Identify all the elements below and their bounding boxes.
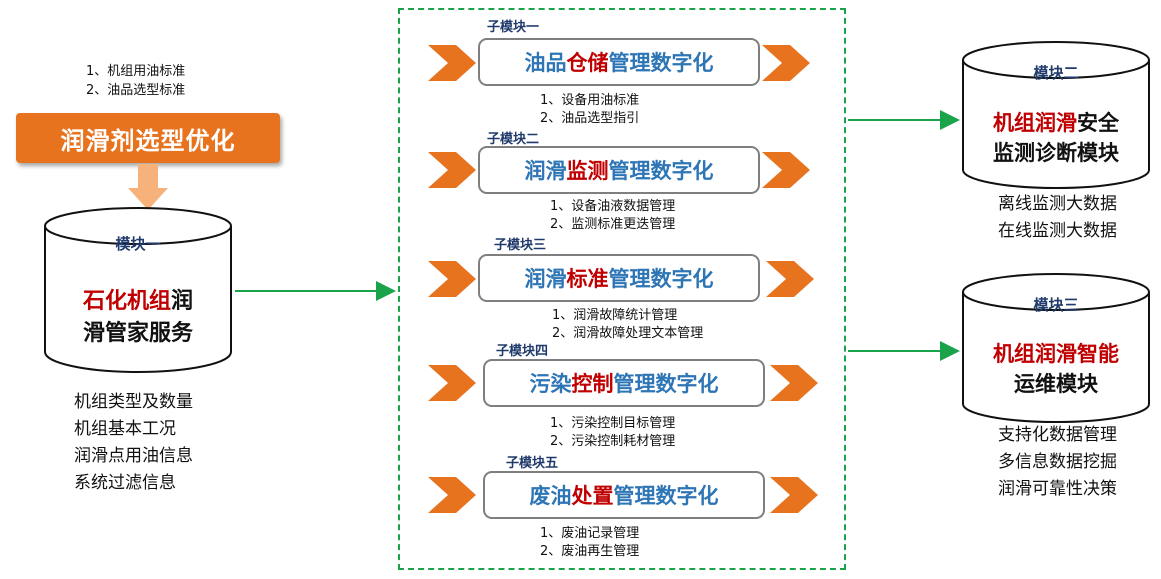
submodule-5-pre: 废油 xyxy=(529,484,572,508)
detail-item: 系统过滤信息 xyxy=(74,473,176,493)
note-item: 1、污染控制目标管理 xyxy=(550,416,676,431)
module1-title-line2: 滑管家服务 xyxy=(82,321,193,346)
module2-details: 离线监测大数据 在线监测大数据 xyxy=(998,191,1117,245)
submodule-2-pre: 润滑 xyxy=(524,159,567,183)
lubricant-selection-label: 润滑剂选型优化 xyxy=(60,126,236,155)
chevron-right-icon xyxy=(770,365,818,401)
module2-title: 机组润滑安全 监测诊断模块 xyxy=(961,108,1151,168)
submodule-frame xyxy=(398,8,846,570)
submodule-4-post: 管理数字化 xyxy=(613,372,719,396)
module2-cylinder: 模块二 机组润滑安全 监测诊断模块 xyxy=(961,40,1151,190)
module1-cylinder: 模块一 石化机组润 滑管家服务 xyxy=(43,206,233,374)
submodule-5-mid: 处置 xyxy=(571,484,614,508)
submodule-3-box: 润滑标准管理数字化 xyxy=(478,254,760,302)
submodule-2-post: 管理数字化 xyxy=(608,159,714,183)
submodule-3-post: 管理数字化 xyxy=(608,267,714,291)
detail-item: 支持化数据管理 xyxy=(998,425,1117,445)
detail-item: 多信息数据挖掘 xyxy=(998,452,1117,472)
module3-title-red: 机组润滑智能 xyxy=(993,342,1119,366)
lubricant-selection-box: 润滑剂选型优化 xyxy=(16,113,280,163)
module1-details: 机组类型及数量 机组基本工况 润滑点用油信息 系统过滤信息 xyxy=(74,389,193,497)
submodule-3-mid: 标准 xyxy=(566,267,609,291)
submodule-3-notes: 1、润滑故障统计管理 2、润滑故障处理文本管理 xyxy=(552,307,703,343)
standard-item: 2、油品选型标准 xyxy=(86,83,186,98)
submodule-5-notes: 1、废油记录管理 2、废油再生管理 xyxy=(540,525,639,561)
submodule-1-box: 油品仓储管理数字化 xyxy=(478,38,760,86)
chevron-right-icon xyxy=(428,45,476,81)
detail-item: 机组基本工况 xyxy=(74,419,176,439)
submodule-5-post: 管理数字化 xyxy=(613,484,719,508)
submodule-2-notes: 1、设备油液数据管理 2、监测标准更迭管理 xyxy=(550,198,675,234)
submodule-5-box: 废油处置管理数字化 xyxy=(483,471,765,519)
module1-title-red: 石化机组 xyxy=(82,289,171,314)
submodule-4-pre: 污染 xyxy=(529,372,572,396)
chevron-right-icon xyxy=(762,152,810,188)
chevron-right-icon xyxy=(428,477,476,513)
detail-item: 润滑可靠性决策 xyxy=(998,479,1117,499)
module3-title: 机组润滑智能 运维模块 xyxy=(961,339,1151,399)
chevron-right-icon xyxy=(428,152,476,188)
detail-item: 机组类型及数量 xyxy=(74,392,193,412)
module2-title-dark: 安全 xyxy=(1077,111,1119,135)
standard-item: 1、机组用油标准 xyxy=(86,64,186,79)
note-item: 2、污染控制耗材管理 xyxy=(550,434,676,449)
module3-title-line2: 运维模块 xyxy=(1014,372,1098,396)
note-item: 1、润滑故障统计管理 xyxy=(552,308,678,323)
module3-details: 支持化数据管理 多信息数据挖掘 润滑可靠性决策 xyxy=(998,422,1117,503)
submodule-2-box: 润滑监测管理数字化 xyxy=(478,146,760,194)
submodule-1-mid: 仓储 xyxy=(566,51,609,75)
note-item: 1、设备用油标准 xyxy=(540,93,640,108)
chevron-right-icon xyxy=(428,261,476,297)
note-item: 1、废油记录管理 xyxy=(540,526,640,541)
note-item: 2、润滑故障处理文本管理 xyxy=(552,326,704,341)
module3-head: 模块三 xyxy=(1033,296,1079,314)
chevron-right-icon xyxy=(770,477,818,513)
submodule-5-title: 子模块五 xyxy=(506,456,559,471)
chevron-right-icon xyxy=(762,45,810,81)
submodule-3-title: 子模块三 xyxy=(494,238,547,253)
submodule-4-mid: 控制 xyxy=(571,372,614,396)
module1-head: 模块一 xyxy=(115,235,161,253)
submodule-1-notes: 1、设备用油标准 2、油品选型指引 xyxy=(540,92,639,128)
submodule-4-notes: 1、污染控制目标管理 2、污染控制耗材管理 xyxy=(550,415,675,451)
note-item: 2、监测标准更迭管理 xyxy=(550,217,676,232)
submodule-1-post: 管理数字化 xyxy=(608,51,714,75)
chevron-right-icon xyxy=(766,261,814,297)
detail-item: 离线监测大数据 xyxy=(998,194,1117,214)
module3-cylinder: 模块三 机组润滑智能 运维模块 xyxy=(961,272,1151,424)
arrow-down-icon xyxy=(128,164,168,210)
note-item: 1、设备油液数据管理 xyxy=(550,199,676,214)
detail-item: 在线监测大数据 xyxy=(998,221,1117,241)
module2-title-red: 机组润滑 xyxy=(993,111,1077,135)
submodule-1-pre: 油品 xyxy=(524,51,567,75)
submodule-2-title: 子模块二 xyxy=(487,132,540,147)
submodule-3-pre: 润滑 xyxy=(524,267,567,291)
note-item: 2、废油再生管理 xyxy=(540,544,640,559)
standards-list: 1、机组用油标准 2、油品选型标准 xyxy=(86,62,185,100)
submodule-1-title: 子模块一 xyxy=(487,20,540,35)
module1-title: 石化机组润 滑管家服务 xyxy=(43,286,233,350)
note-item: 2、油品选型指引 xyxy=(540,111,640,126)
module1-title-dark: 润 xyxy=(171,289,194,314)
submodule-4-title: 子模块四 xyxy=(496,344,549,359)
submodule-4-box: 污染控制管理数字化 xyxy=(483,359,765,407)
detail-item: 润滑点用油信息 xyxy=(74,446,193,466)
module2-head: 模块二 xyxy=(1033,64,1079,82)
module2-title-line2: 监测诊断模块 xyxy=(993,141,1119,165)
chevron-right-icon xyxy=(428,365,476,401)
submodule-2-mid: 监测 xyxy=(566,159,609,183)
